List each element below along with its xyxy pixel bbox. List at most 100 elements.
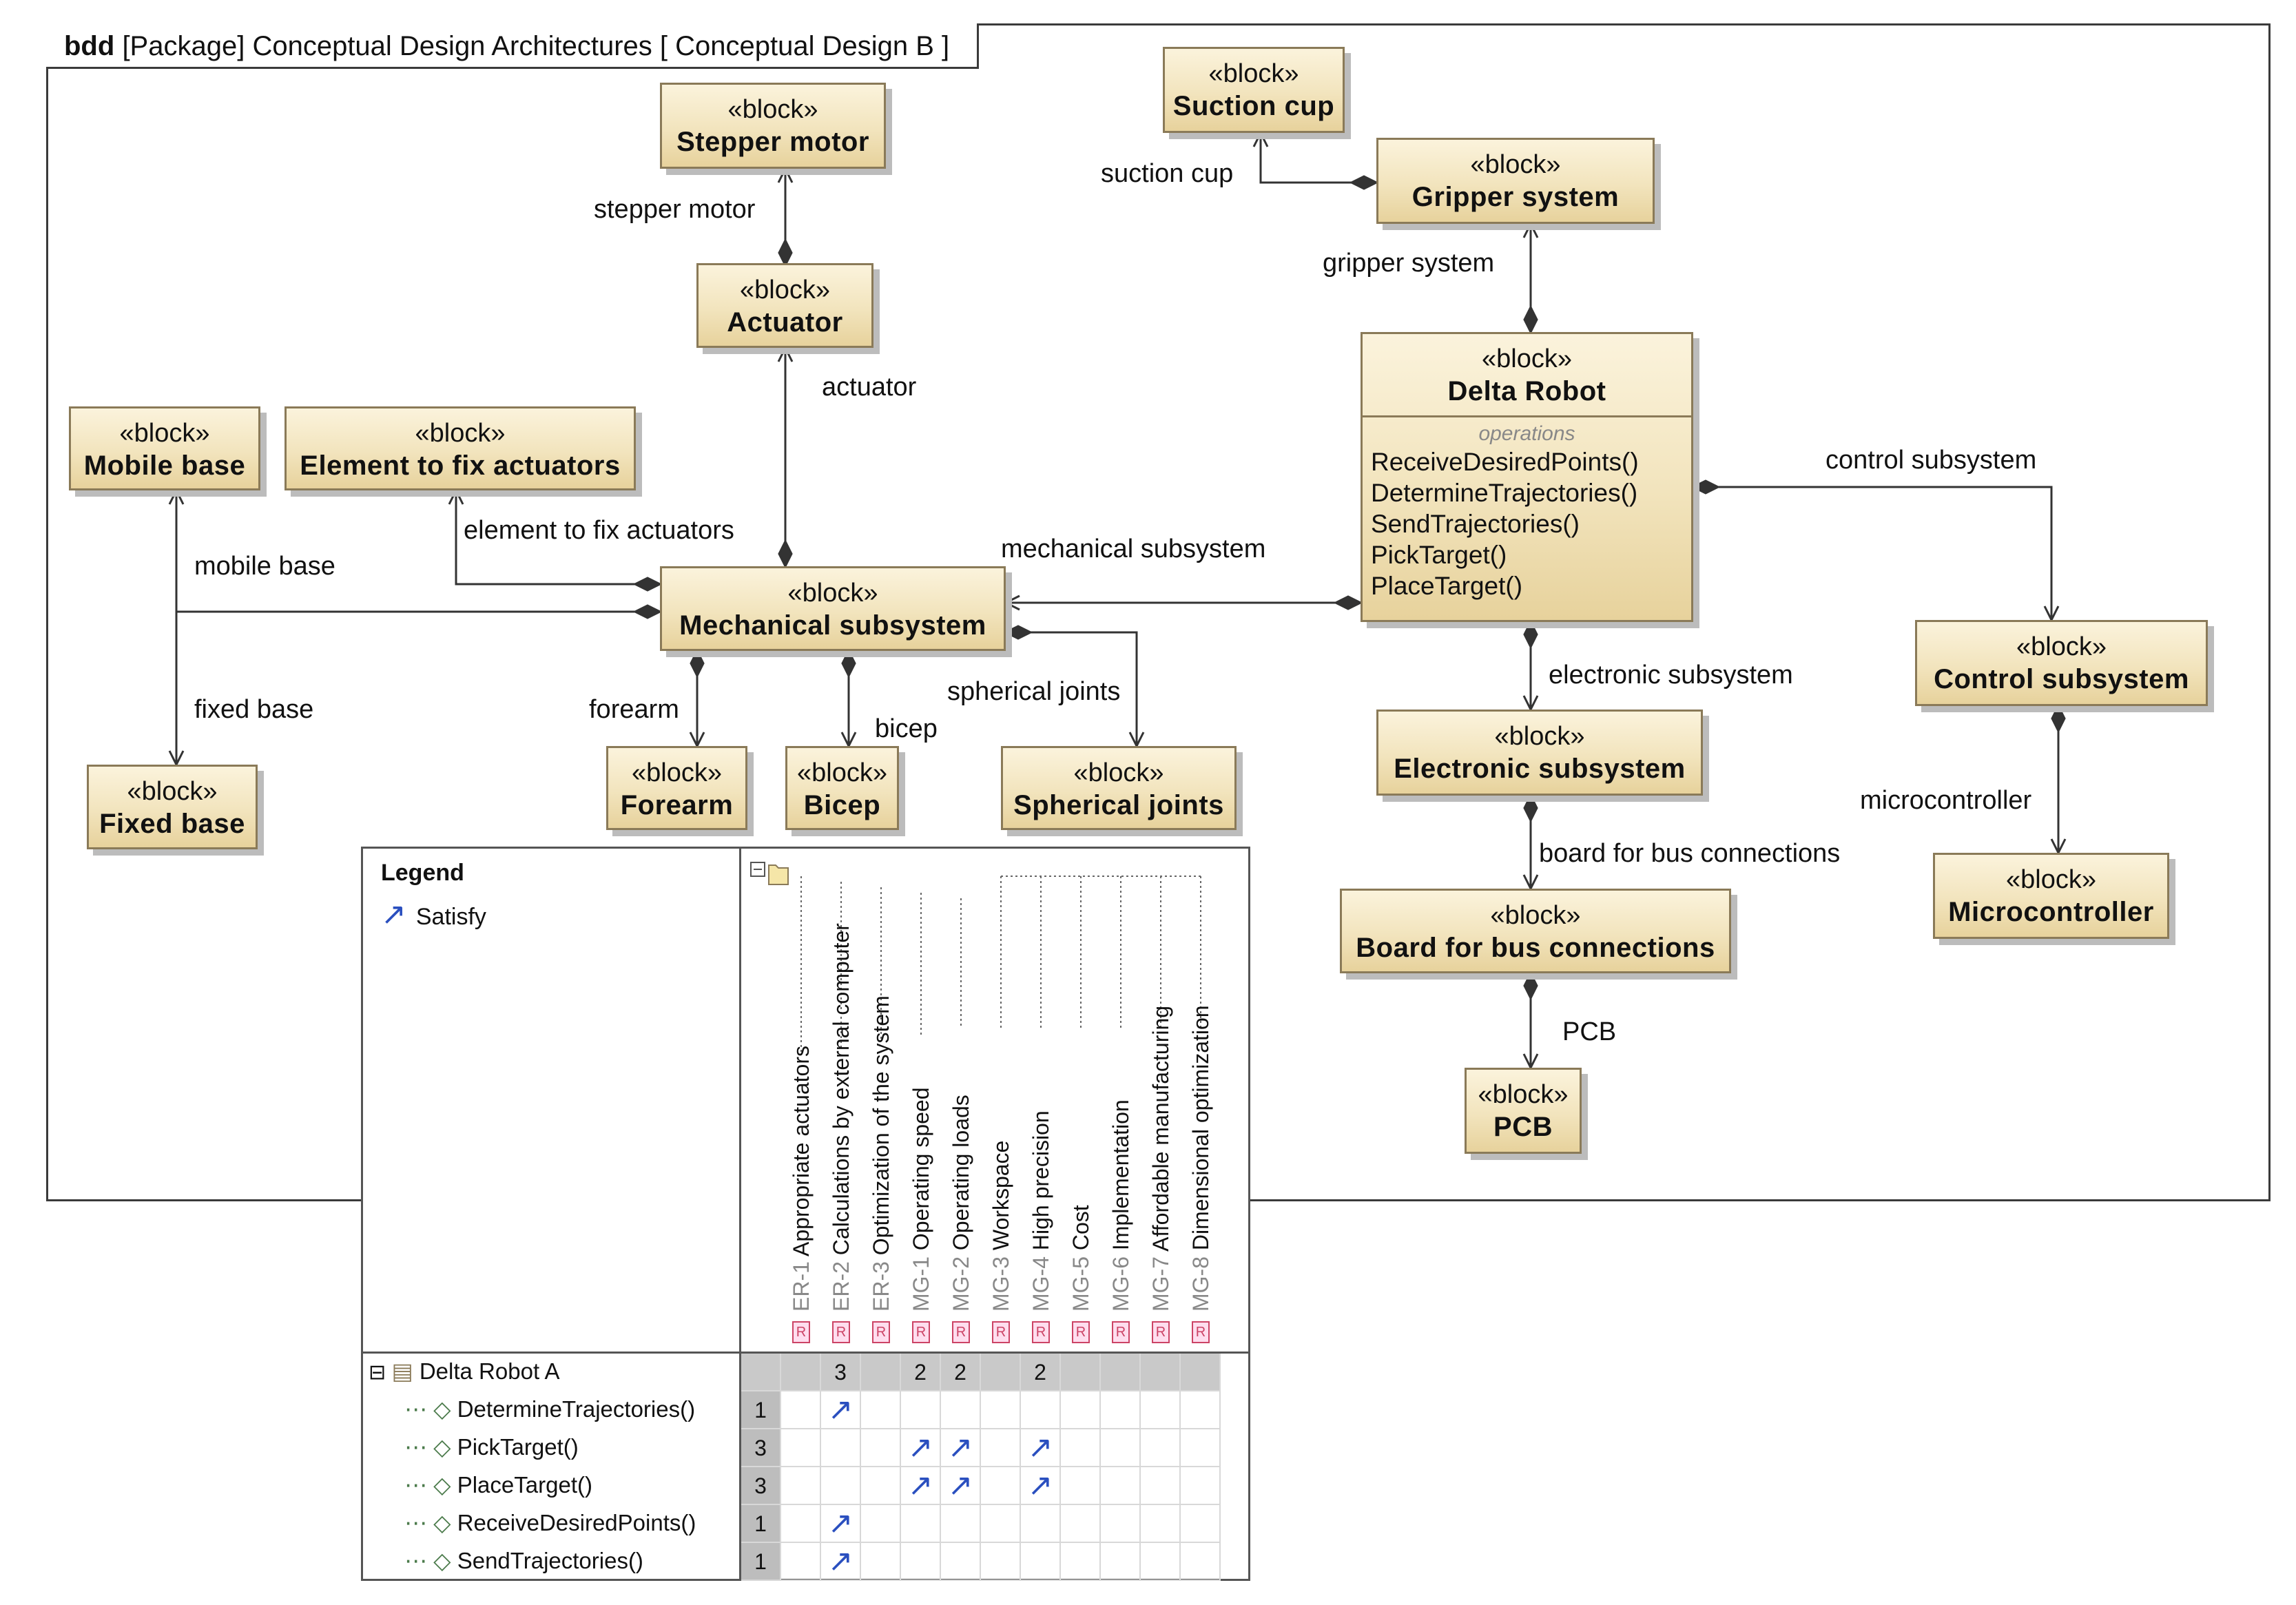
satisfy-icon[interactable]: ↗ bbox=[1027, 1469, 1053, 1502]
matrix-cell[interactable]: ↗ bbox=[821, 1391, 861, 1429]
block-delta-robot[interactable]: «block» Delta Robot operations ReceiveDe… bbox=[1361, 332, 1693, 622]
matrix-row-label[interactable]: ⋯ ◇ ReceiveDesiredPoints() bbox=[404, 1509, 696, 1537]
column-header[interactable]: ER-2 Calculations by external computer bbox=[829, 923, 854, 1312]
satisfy-icon[interactable]: ↗ bbox=[907, 1469, 933, 1502]
satisfy-icon[interactable]: ↗ bbox=[1027, 1431, 1053, 1464]
matrix-cell[interactable]: ↗ bbox=[821, 1543, 861, 1581]
operation-item[interactable]: DetermineTrajectories() bbox=[1371, 479, 1638, 507]
block-actuator[interactable]: «block» Actuator bbox=[696, 263, 873, 348]
matrix-cell[interactable] bbox=[941, 1505, 981, 1543]
block-suction-cup[interactable]: «block» Suction cup bbox=[1163, 47, 1345, 133]
matrix-cell[interactable] bbox=[781, 1467, 821, 1505]
block-mechanical[interactable]: «block» Mechanical subsystem bbox=[660, 566, 1006, 651]
column-header[interactable]: MG-4 High precision bbox=[1028, 1110, 1054, 1312]
matrix-cell[interactable] bbox=[1061, 1429, 1101, 1467]
operation-item[interactable]: SendTrajectories() bbox=[1371, 510, 1580, 538]
matrix-cell[interactable] bbox=[1021, 1543, 1061, 1581]
block-stepper-motor[interactable]: «block» Stepper motor bbox=[660, 83, 886, 169]
matrix-cell[interactable] bbox=[1101, 1467, 1141, 1505]
matrix-cell[interactable] bbox=[1141, 1467, 1181, 1505]
column-header[interactable]: MG-7 Affordable manufacturing bbox=[1148, 1006, 1174, 1312]
matrix-cell[interactable] bbox=[1101, 1391, 1141, 1429]
satisfy-icon[interactable]: ↗ bbox=[827, 1544, 854, 1578]
satisfy-icon[interactable]: ↗ bbox=[907, 1431, 933, 1464]
operation-item[interactable]: PickTarget() bbox=[1371, 541, 1507, 569]
column-header[interactable]: ER-3 Optimization of the system bbox=[869, 995, 894, 1312]
matrix-cell[interactable] bbox=[1061, 1505, 1101, 1543]
column-header[interactable]: MG-8 Dimensional optimization bbox=[1188, 1005, 1214, 1312]
matrix-cell[interactable] bbox=[1181, 1429, 1221, 1467]
column-header[interactable]: MG-1 Operating speed bbox=[909, 1088, 934, 1312]
tree-folder-icon[interactable] bbox=[749, 856, 791, 890]
satisfy-icon[interactable]: ↗ bbox=[947, 1431, 973, 1464]
matrix-cell[interactable] bbox=[1141, 1543, 1181, 1581]
column-header[interactable]: MG-3 Workspace bbox=[989, 1141, 1014, 1312]
matrix-row-label[interactable]: ⋯ ◇ PlaceTarget() bbox=[404, 1471, 592, 1499]
matrix-cell[interactable]: ↗ bbox=[941, 1467, 981, 1505]
column-header[interactable]: MG-6 Implementation bbox=[1108, 1099, 1134, 1312]
matrix-cell[interactable] bbox=[901, 1543, 941, 1581]
matrix-cell[interactable] bbox=[941, 1543, 981, 1581]
matrix-cell[interactable] bbox=[781, 1505, 821, 1543]
block-control[interactable]: «block» Control subsystem bbox=[1915, 620, 2208, 706]
satisfy-icon[interactable]: ↗ bbox=[827, 1393, 854, 1427]
block-bicep[interactable]: «block» Bicep bbox=[785, 746, 899, 830]
matrix-row-label[interactable]: ⋯ ◇ PickTarget() bbox=[404, 1433, 579, 1461]
matrix-cell[interactable] bbox=[861, 1543, 901, 1581]
column-header[interactable]: ER-1 Appropriate actuators bbox=[789, 1046, 814, 1312]
matrix-cell[interactable] bbox=[861, 1429, 901, 1467]
matrix-cell[interactable] bbox=[1141, 1391, 1181, 1429]
matrix-cell[interactable] bbox=[1061, 1467, 1101, 1505]
block-fixed-base[interactable]: «block» Fixed base bbox=[87, 765, 258, 849]
matrix-cell[interactable]: ↗ bbox=[901, 1429, 941, 1467]
matrix-cell[interactable] bbox=[1141, 1429, 1181, 1467]
matrix-cell[interactable] bbox=[861, 1391, 901, 1429]
matrix-cell[interactable] bbox=[861, 1505, 901, 1543]
matrix-cell[interactable]: ↗ bbox=[1021, 1467, 1061, 1505]
satisfy-icon[interactable]: ↗ bbox=[947, 1469, 973, 1502]
matrix-cell[interactable] bbox=[981, 1391, 1021, 1429]
matrix-cell[interactable] bbox=[981, 1467, 1021, 1505]
matrix-cell[interactable]: ↗ bbox=[1021, 1429, 1061, 1467]
matrix-cell[interactable] bbox=[981, 1429, 1021, 1467]
matrix-cell[interactable] bbox=[781, 1391, 821, 1429]
matrix-cell[interactable] bbox=[1061, 1391, 1101, 1429]
matrix-cell[interactable] bbox=[941, 1391, 981, 1429]
matrix-cell[interactable] bbox=[981, 1505, 1021, 1543]
matrix-cell[interactable] bbox=[821, 1429, 861, 1467]
block-element-fix[interactable]: «block» Element to fix actuators bbox=[285, 406, 636, 490]
matrix-parent-row[interactable]: ⊟ ▤ Delta Robot A bbox=[369, 1358, 559, 1387]
satisfy-icon[interactable]: ↗ bbox=[827, 1506, 854, 1540]
block-board[interactable]: «block» Board for bus connections bbox=[1340, 889, 1731, 973]
block-mobile-base[interactable]: «block» Mobile base bbox=[69, 406, 260, 490]
matrix-cell[interactable] bbox=[1181, 1543, 1221, 1581]
block-pcb[interactable]: «block» PCB bbox=[1465, 1068, 1582, 1154]
matrix-cell[interactable]: ↗ bbox=[901, 1467, 941, 1505]
block-microcontroller[interactable]: «block» Microcontroller bbox=[1933, 853, 2169, 939]
matrix-cell[interactable] bbox=[901, 1391, 941, 1429]
expand-collapse-icon[interactable]: ⊟ bbox=[369, 1361, 392, 1384]
operation-item[interactable]: ReceiveDesiredPoints() bbox=[1371, 448, 1639, 476]
matrix-cell[interactable] bbox=[1021, 1505, 1061, 1543]
matrix-cell[interactable] bbox=[1181, 1391, 1221, 1429]
matrix-row-label[interactable]: ⋯ ◇ SendTrajectories() bbox=[404, 1547, 643, 1575]
matrix-cell[interactable] bbox=[781, 1543, 821, 1581]
matrix-cell[interactable] bbox=[1061, 1543, 1101, 1581]
matrix-cell[interactable] bbox=[861, 1467, 901, 1505]
matrix-cell[interactable] bbox=[1181, 1505, 1221, 1543]
matrix-cell[interactable] bbox=[821, 1467, 861, 1505]
matrix-cell[interactable] bbox=[781, 1429, 821, 1467]
block-spherical-joints[interactable]: «block» Spherical joints bbox=[1001, 746, 1237, 830]
matrix-cell[interactable] bbox=[901, 1505, 941, 1543]
block-gripper-system[interactable]: «block» Gripper system bbox=[1376, 138, 1655, 224]
column-header[interactable]: MG-2 Operating loads bbox=[949, 1095, 974, 1312]
matrix-cell[interactable] bbox=[1021, 1391, 1061, 1429]
matrix-cell[interactable] bbox=[1141, 1505, 1181, 1543]
block-forearm[interactable]: «block» Forearm bbox=[606, 746, 747, 830]
block-electronic[interactable]: «block» Electronic subsystem bbox=[1376, 710, 1703, 796]
operation-item[interactable]: PlaceTarget() bbox=[1371, 572, 1523, 600]
matrix-cell[interactable] bbox=[1181, 1467, 1221, 1505]
matrix-cell[interactable] bbox=[1101, 1543, 1141, 1581]
matrix-cell[interactable] bbox=[1101, 1505, 1141, 1543]
matrix-cell[interactable]: ↗ bbox=[941, 1429, 981, 1467]
